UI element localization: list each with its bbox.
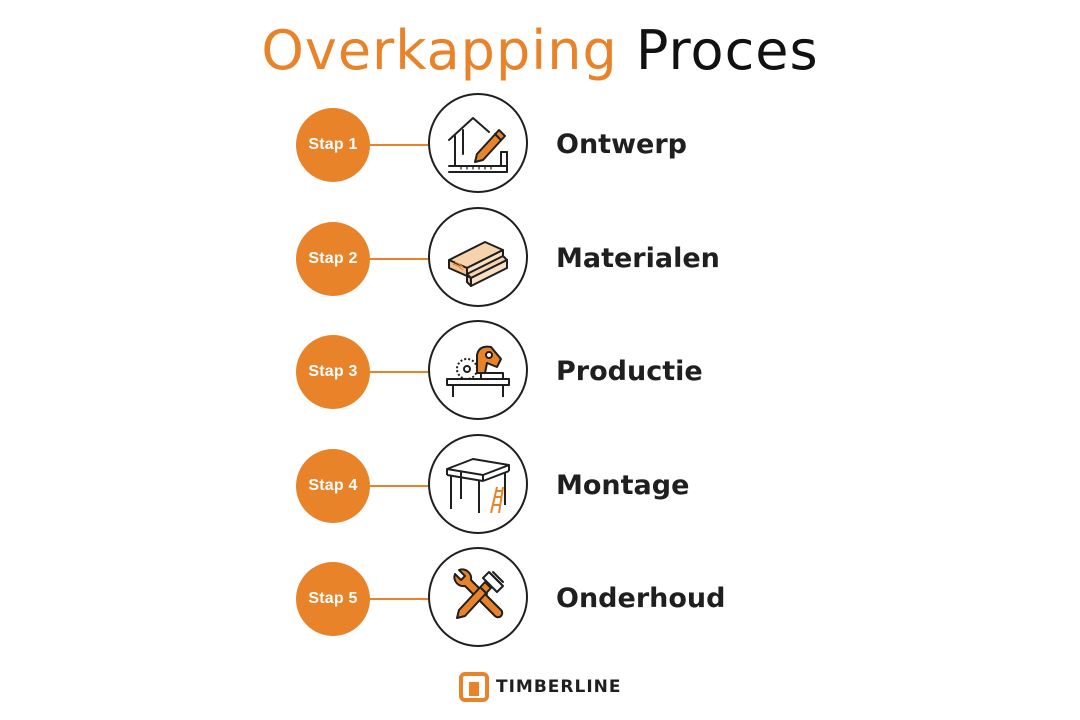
carport-structure-icon	[446, 458, 510, 514]
step-icon-circle	[428, 434, 528, 534]
step-connector	[370, 144, 428, 146]
step-label: Productie	[556, 356, 703, 387]
step-badge: Stap 3	[296, 335, 370, 409]
step-icon-circle	[428, 547, 528, 647]
process-step-2: Stap 2 Materialen	[0, 207, 1080, 311]
process-step-5: Stap 5 Onderhoud	[0, 547, 1080, 651]
process-step-3: Stap 3 Productie	[0, 320, 1080, 424]
logo-wordmark: TIMBERLINE	[496, 677, 622, 697]
title-part-proces: Proces	[635, 19, 819, 82]
step-badge: Stap 2	[296, 222, 370, 296]
title-part-overkapping: Overkapping	[261, 19, 618, 82]
step-connector	[370, 598, 428, 600]
wrench-brush-icon	[453, 568, 504, 619]
step-connector	[370, 485, 428, 487]
step-badge: Stap 5	[296, 562, 370, 636]
step-badge: Stap 1	[296, 108, 370, 182]
step-label: Ontwerp	[556, 129, 687, 160]
house-design-icon	[448, 117, 508, 173]
step-icon-circle	[428, 207, 528, 307]
step-icon-circle	[428, 93, 528, 193]
step-label: Materialen	[556, 243, 720, 274]
step-label: Montage	[556, 470, 690, 501]
step-badge: Stap 4	[296, 449, 370, 523]
timber-planks-icon	[448, 241, 508, 287]
step-connector	[370, 258, 428, 260]
page-title: Overkapping Proces	[0, 16, 1080, 86]
step-label: Onderhoud	[556, 583, 726, 614]
timberline-logo: TIMBERLINE	[458, 670, 622, 704]
process-step-4: Stap 4 Montage	[0, 434, 1080, 538]
step-connector	[370, 371, 428, 373]
circular-saw-icon	[446, 345, 510, 397]
timberline-logo-icon	[459, 672, 489, 702]
step-icon-circle	[428, 320, 528, 420]
process-step-1: Stap 1 Ontwerp	[0, 93, 1080, 197]
